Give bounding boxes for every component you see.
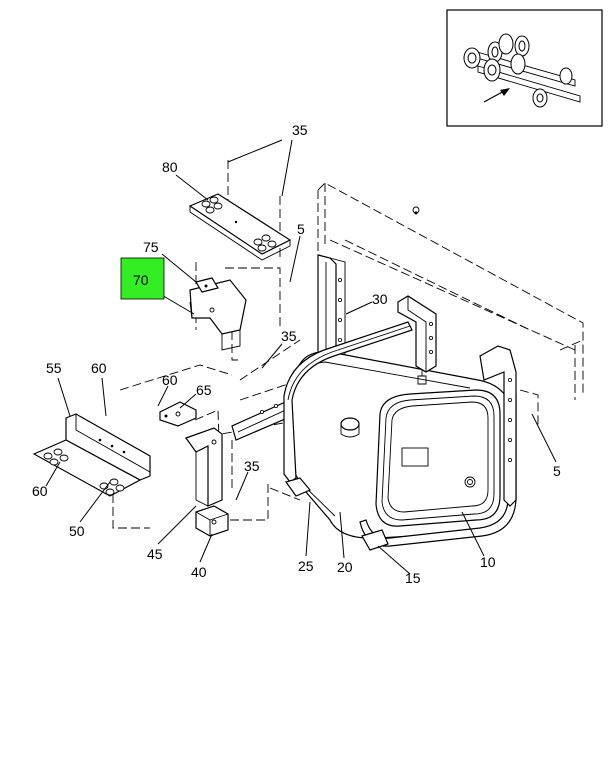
callout-5-right: 5 xyxy=(553,463,561,479)
callout-labels: 35 80 5 75 70 30 35 55 60 60 65 60 50 35… xyxy=(32,122,561,586)
tank-strap-5-right xyxy=(479,345,517,507)
callout-55: 55 xyxy=(46,360,62,376)
bracket-45 xyxy=(185,427,229,537)
leader-lines xyxy=(45,139,557,575)
callout-15: 15 xyxy=(405,570,421,586)
callout-35-mid: 35 xyxy=(281,328,297,344)
callout-30: 30 xyxy=(372,291,388,307)
bracket-plate-55 xyxy=(32,413,151,497)
callout-70: 70 xyxy=(133,272,149,288)
fuel-tank-20 xyxy=(283,321,517,547)
callout-35-low: 35 xyxy=(244,458,260,474)
bracket-plate-80 xyxy=(188,193,292,261)
callout-10: 10 xyxy=(480,554,496,570)
bracket-assembly-70 xyxy=(189,277,247,351)
callout-5-upper: 5 xyxy=(297,221,305,237)
callout-70-highlight xyxy=(120,257,165,300)
locator-inset xyxy=(446,9,603,127)
rail-bracket xyxy=(397,295,437,373)
callout-35-top: 35 xyxy=(292,122,308,138)
callout-80: 80 xyxy=(162,159,178,175)
callout-40: 40 xyxy=(191,564,207,580)
callout-25: 25 xyxy=(298,558,314,574)
callout-75: 75 xyxy=(143,239,159,255)
callout-60-left: 60 xyxy=(91,360,107,376)
callout-45: 45 xyxy=(147,546,163,562)
callout-20: 20 xyxy=(337,559,353,575)
clip-65 xyxy=(159,401,197,427)
callout-65: 65 xyxy=(196,382,212,398)
frame-rail xyxy=(317,182,584,400)
callout-60-mid: 60 xyxy=(162,372,178,388)
callout-60-lower: 60 xyxy=(32,483,48,499)
bottom-bracket-25 xyxy=(285,477,389,551)
callout-50: 50 xyxy=(69,523,85,539)
